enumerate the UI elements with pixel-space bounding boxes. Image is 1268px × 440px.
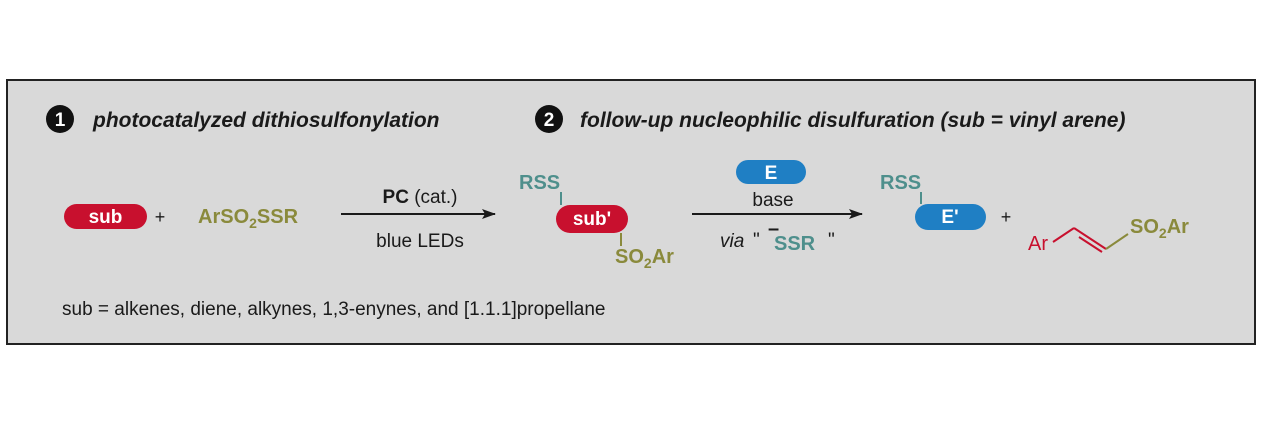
arrow2-quote-open: " [753,230,760,251]
step2-header: 2 follow-up nucleophilic disulfuration (… [535,105,1125,133]
scheme-panel [6,79,1256,345]
intermediate-core: sub' [573,209,611,230]
step1-badge [46,105,74,133]
arrow2-anion-charge: – [768,218,779,240]
plus-sign-1: + [155,207,166,227]
footnote: sub = alkenes, diene, alkynes, 1,3-enyne… [62,299,605,320]
arrow2-quote-close: " [828,230,835,251]
plus-sign-2: + [1001,207,1012,227]
substrate-pill [64,204,147,229]
intermediate-bottom-group: SO2Ar [615,246,674,271]
arrow2-anion: SSR [774,233,816,255]
arrow2-via-word: via [720,231,744,252]
product2-bond-sulfonyl [1105,233,1129,250]
product2-aryl: Ar [1028,233,1048,255]
product1-top-group: RSS [880,172,921,194]
step2-badge [535,105,563,133]
product2-double-bond-a [1073,227,1107,250]
step1-title: photocatalyzed dithiosulfonylation [92,109,440,132]
intermediate-pill [556,205,628,233]
product2-bond-aryl [1052,227,1075,243]
step1-header: 1 photocatalyzed dithiosulfonylation [46,105,440,133]
product2-sulfonyl: SO2Ar [1130,216,1189,241]
electrophile-pill [736,160,806,184]
substrate-label: sub [89,207,123,228]
arrow2-above: base [752,190,793,211]
step2-title: follow-up nucleophilic disulfuration (su… [580,109,1125,132]
product2-double-bond-b [1078,236,1103,253]
step2-number: 2 [544,110,555,131]
electrophile-label: E [765,163,778,184]
step1-number: 1 [55,110,66,131]
arrow1-above: PC (cat.) [383,187,458,208]
intermediate-top-group: RSS [519,172,560,194]
sulfonyl-reagent: ArSO2SSR [198,206,299,231]
product1-core: E' [941,207,958,228]
product1-pill [915,204,986,230]
arrow1-below: blue LEDs [376,231,464,252]
